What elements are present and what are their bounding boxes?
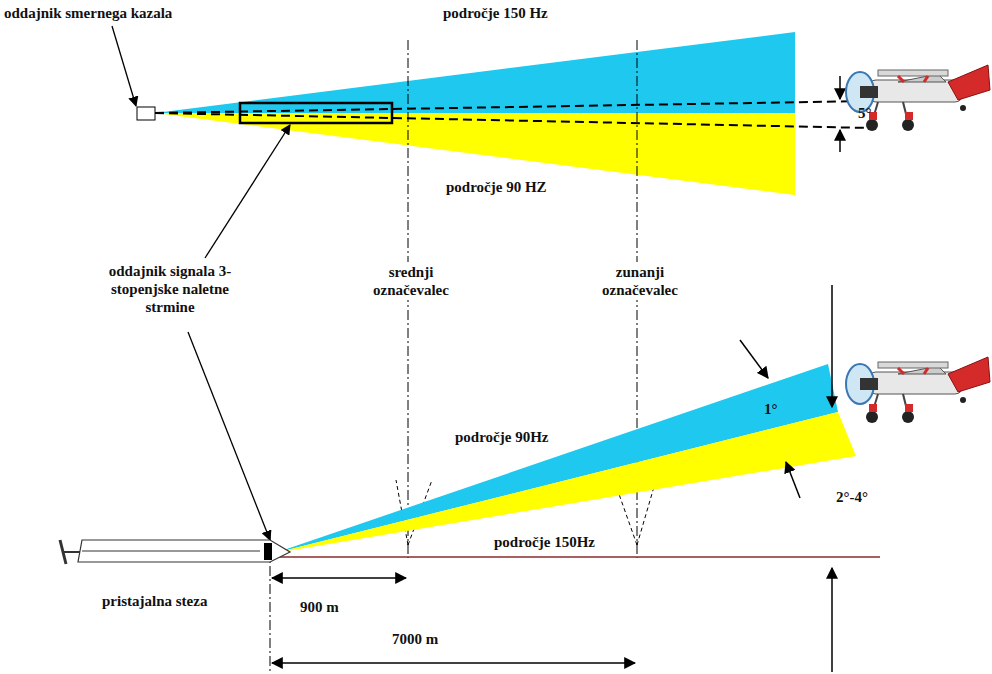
dimension-label: 7000 m: [392, 630, 438, 648]
glideslope-beam: [275, 364, 856, 553]
marker-lines: [270, 40, 637, 672]
glideslope-antenna: [264, 543, 272, 560]
angle-label: 1°: [764, 400, 778, 418]
region-label: področje 150Hz: [492, 532, 597, 552]
aircraft: [846, 65, 990, 131]
runway: [60, 540, 290, 564]
angle-arrows: [840, 76, 841, 152]
runway-label: pristajalna steza: [102, 592, 207, 610]
marker-label: zunanji označevalec: [595, 262, 685, 300]
angle-arrows-lower: [740, 285, 832, 672]
region-label: področje 90 HZ: [446, 178, 547, 196]
region-label: področje 90Hz: [455, 428, 548, 446]
transmitter-label: oddajnik smernega kazala: [4, 4, 172, 22]
localizer-beam: [137, 32, 870, 195]
region-label: področje 150 Hz: [443, 4, 548, 22]
dimension-lines: [272, 578, 635, 663]
ground-line: [272, 556, 880, 558]
marker-label: srednji označevalec: [366, 262, 456, 300]
angle-label: 2°-4°: [836, 488, 868, 506]
aircraft: [846, 357, 990, 423]
transmitter-label: oddajnik signala 3- stopenjske naletne s…: [100, 262, 240, 316]
dimension-label: 900 m: [300, 598, 339, 616]
angle-label: 5°: [858, 104, 872, 122]
